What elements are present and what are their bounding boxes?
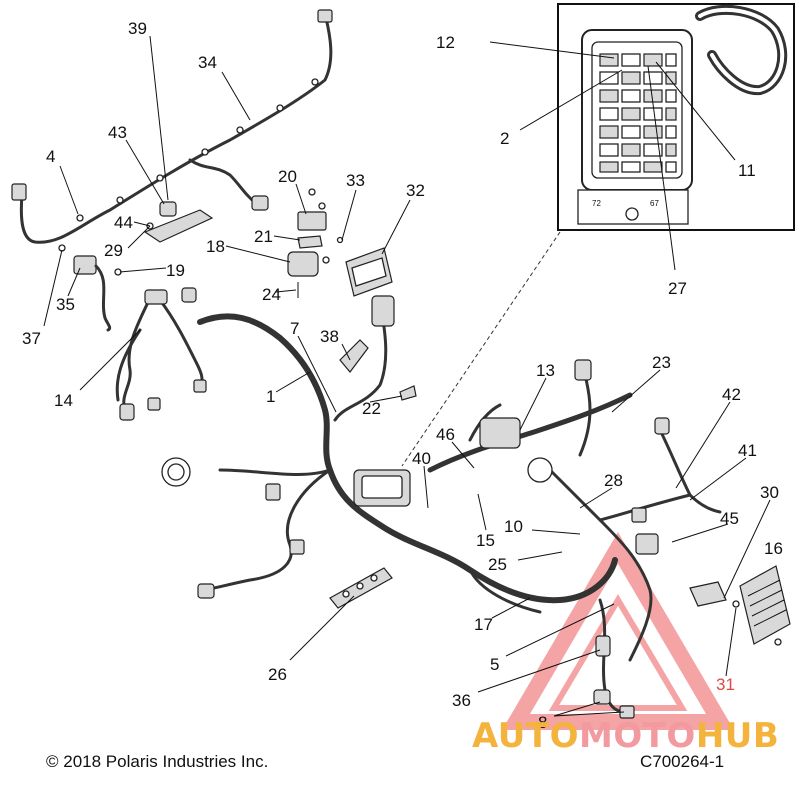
callout-34: 34 <box>198 53 217 72</box>
clip-43 <box>159 201 177 217</box>
bracket-44 <box>143 209 214 243</box>
callout-16: 16 <box>764 539 783 558</box>
callout-45: 45 <box>720 509 739 528</box>
regulator-16 <box>739 565 791 646</box>
sub-harness-14 <box>115 287 207 421</box>
callout-38: 38 <box>320 327 339 346</box>
callout-31: 31 <box>716 675 735 694</box>
callout-39: 39 <box>128 19 147 38</box>
callout-41: 41 <box>738 441 757 460</box>
callout-20: 20 <box>278 167 297 186</box>
callout-1: 1 <box>266 387 275 406</box>
main-harness <box>161 295 618 614</box>
callout-8: 8 <box>538 713 547 732</box>
callout-17: 17 <box>474 615 493 634</box>
copyright-text: © 2018 Polaris Industries Inc. <box>46 752 269 771</box>
callout-27: 27 <box>668 279 687 298</box>
watermark-text: AUTOMOTOHUB <box>472 716 779 756</box>
watermark-part-b: MOTO <box>578 716 696 756</box>
watermark-part-a: AUTO <box>472 716 579 756</box>
inset-label-right: 67 <box>650 199 659 208</box>
callout-10: 10 <box>504 517 523 536</box>
callout-22: 22 <box>362 399 381 418</box>
callout-28: 28 <box>604 471 623 490</box>
inset-label-left: 72 <box>592 199 601 208</box>
right-harness <box>427 359 722 719</box>
sensor-35 <box>73 255 112 332</box>
callout-7: 7 <box>290 319 299 338</box>
callout-12: 12 <box>436 33 455 52</box>
leader-lines <box>43 35 771 717</box>
rear-harness <box>11 9 333 244</box>
callout-11: 11 <box>738 161 756 180</box>
part-number: C700264-1 <box>640 752 725 771</box>
callout-40: 40 <box>412 449 431 468</box>
callout-43: 43 <box>108 123 127 142</box>
callout-33: 33 <box>346 171 365 190</box>
bracket-30 <box>689 581 727 607</box>
callout-42: 42 <box>722 385 741 404</box>
inset-pointer <box>401 231 561 467</box>
watermark-triangle <box>502 532 734 730</box>
bracket-38 <box>339 339 369 373</box>
terminal-block-26 <box>329 567 393 609</box>
callout-24: 24 <box>262 285 281 304</box>
callout-29: 29 <box>104 241 123 260</box>
callout-44: 44 <box>114 213 133 232</box>
callout-37: 37 <box>22 329 41 348</box>
callout-32: 32 <box>406 181 425 200</box>
watermark-part-c: HUB <box>695 716 780 756</box>
connector-inset: 72 67 <box>489 3 795 271</box>
ecu-32 <box>345 247 393 297</box>
callout-2: 2 <box>500 129 509 148</box>
callout-14: 14 <box>54 391 73 410</box>
callout-25: 25 <box>488 555 507 574</box>
callout-numbers: 39 34 43 4 44 29 19 35 37 20 33 32 21 18… <box>22 19 783 732</box>
callout-19: 19 <box>166 261 185 280</box>
callout-4: 4 <box>46 147 55 166</box>
callout-26: 26 <box>268 665 287 684</box>
clip-22 <box>399 385 417 401</box>
callout-36: 36 <box>452 691 471 710</box>
callout-21: 21 <box>254 227 273 246</box>
callout-35: 35 <box>56 295 75 314</box>
callout-5: 5 <box>490 655 499 674</box>
callout-30: 30 <box>760 483 779 502</box>
callout-46: 46 <box>436 425 455 444</box>
callout-15: 15 <box>476 531 495 550</box>
callout-18: 18 <box>206 237 225 256</box>
relay-group <box>287 188 344 298</box>
callout-23: 23 <box>652 353 671 372</box>
callout-13: 13 <box>536 361 555 380</box>
